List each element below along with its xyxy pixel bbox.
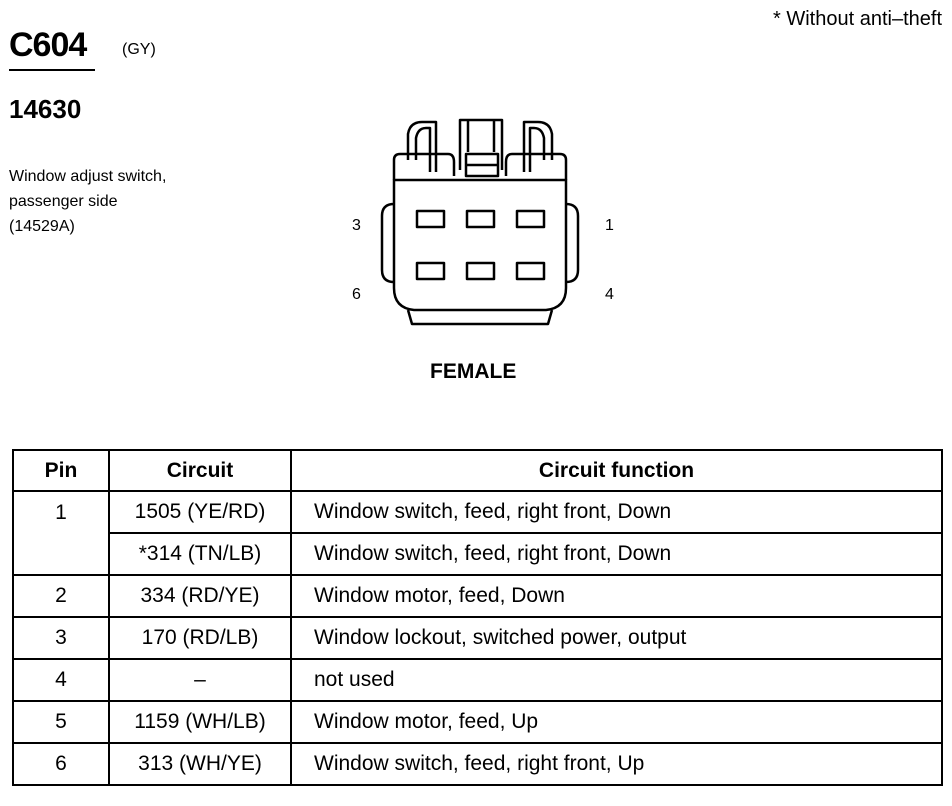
function-cell: Window motor, feed, Up — [290, 700, 943, 744]
pin-cell — [12, 533, 110, 576]
circuit-cell: 1159 (WH/LB) — [108, 700, 292, 744]
pin-label-4: 4 — [605, 286, 614, 303]
left-latch-tab — [406, 120, 438, 172]
pin-label-6: 6 — [352, 286, 361, 303]
table-row: *314 (TN/LB) Window switch, feed, right … — [12, 532, 943, 576]
table-header-row: Pin Circuit Circuit function — [12, 449, 943, 492]
function-cell: Window motor, feed, Down — [290, 574, 943, 618]
column-header-function: Circuit function — [290, 449, 943, 492]
table-row: 2 334 (RD/YE) Window motor, feed, Down — [12, 574, 943, 618]
function-cell: Window switch, feed, right front, Down — [290, 532, 943, 576]
right-latch-tab — [522, 120, 554, 172]
table-row: 3 170 (RD/LB) Window lockout, switched p… — [12, 616, 943, 660]
function-cell: Window switch, feed, right front, Up — [290, 742, 943, 786]
circuit-cell: 313 (WH/YE) — [108, 742, 292, 786]
function-cell: Window lockout, switched power, output — [290, 616, 943, 660]
pin-label-3: 3 — [352, 217, 361, 234]
connector-color: (GY) — [122, 41, 156, 58]
connector-face-diagram — [380, 118, 580, 326]
pin-cell: 2 — [12, 574, 110, 618]
pinout-table: Pin Circuit Circuit function 1 1505 (YE/… — [12, 449, 943, 786]
description-line: Window adjust switch, — [9, 168, 167, 185]
circuit-cell: – — [108, 658, 292, 702]
table-row: 6 313 (WH/YE) Window switch, feed, right… — [12, 742, 943, 786]
pin-cell: 1 — [12, 490, 110, 533]
column-header-circuit: Circuit — [108, 449, 292, 492]
pin-cell: 3 — [12, 616, 110, 660]
circuit-cell: 1505 (YE/RD) — [108, 490, 292, 534]
description-line: passenger side — [9, 193, 118, 210]
connector-gender-label: FEMALE — [430, 360, 517, 383]
table-row: 4 – not used — [12, 658, 943, 702]
column-header-pin: Pin — [12, 449, 110, 492]
pin-cavity — [515, 209, 546, 229]
pin-cavity — [415, 209, 446, 229]
title-underline — [9, 69, 95, 71]
circuit-cell: 334 (RD/YE) — [108, 574, 292, 618]
table-row: 1 1505 (YE/RD) Window switch, feed, righ… — [12, 490, 943, 534]
description-line: (14529A) — [9, 218, 75, 235]
circuit-cell: 170 (RD/LB) — [108, 616, 292, 660]
pin-label-1: 1 — [605, 217, 614, 234]
pin-cell: 4 — [12, 658, 110, 702]
function-cell: Window switch, feed, right front, Down — [290, 490, 943, 534]
pin-cavity — [415, 261, 446, 281]
table-row: 5 1159 (WH/LB) Window motor, feed, Up — [12, 700, 943, 744]
circuit-cell: *314 (TN/LB) — [108, 532, 292, 576]
part-number: 14630 — [9, 94, 82, 124]
center-latch-tab — [458, 118, 504, 170]
connector-housing — [392, 178, 568, 312]
function-cell: not used — [290, 658, 943, 702]
pin-cavity — [465, 261, 496, 281]
pin-cavity — [465, 209, 496, 229]
pin-cell: 5 — [12, 700, 110, 744]
pin-cavity — [515, 261, 546, 281]
footnote-without-anti-theft: * Without anti–theft — [773, 8, 942, 30]
connector-id: C604 — [9, 26, 87, 64]
pin-cell: 6 — [12, 742, 110, 786]
